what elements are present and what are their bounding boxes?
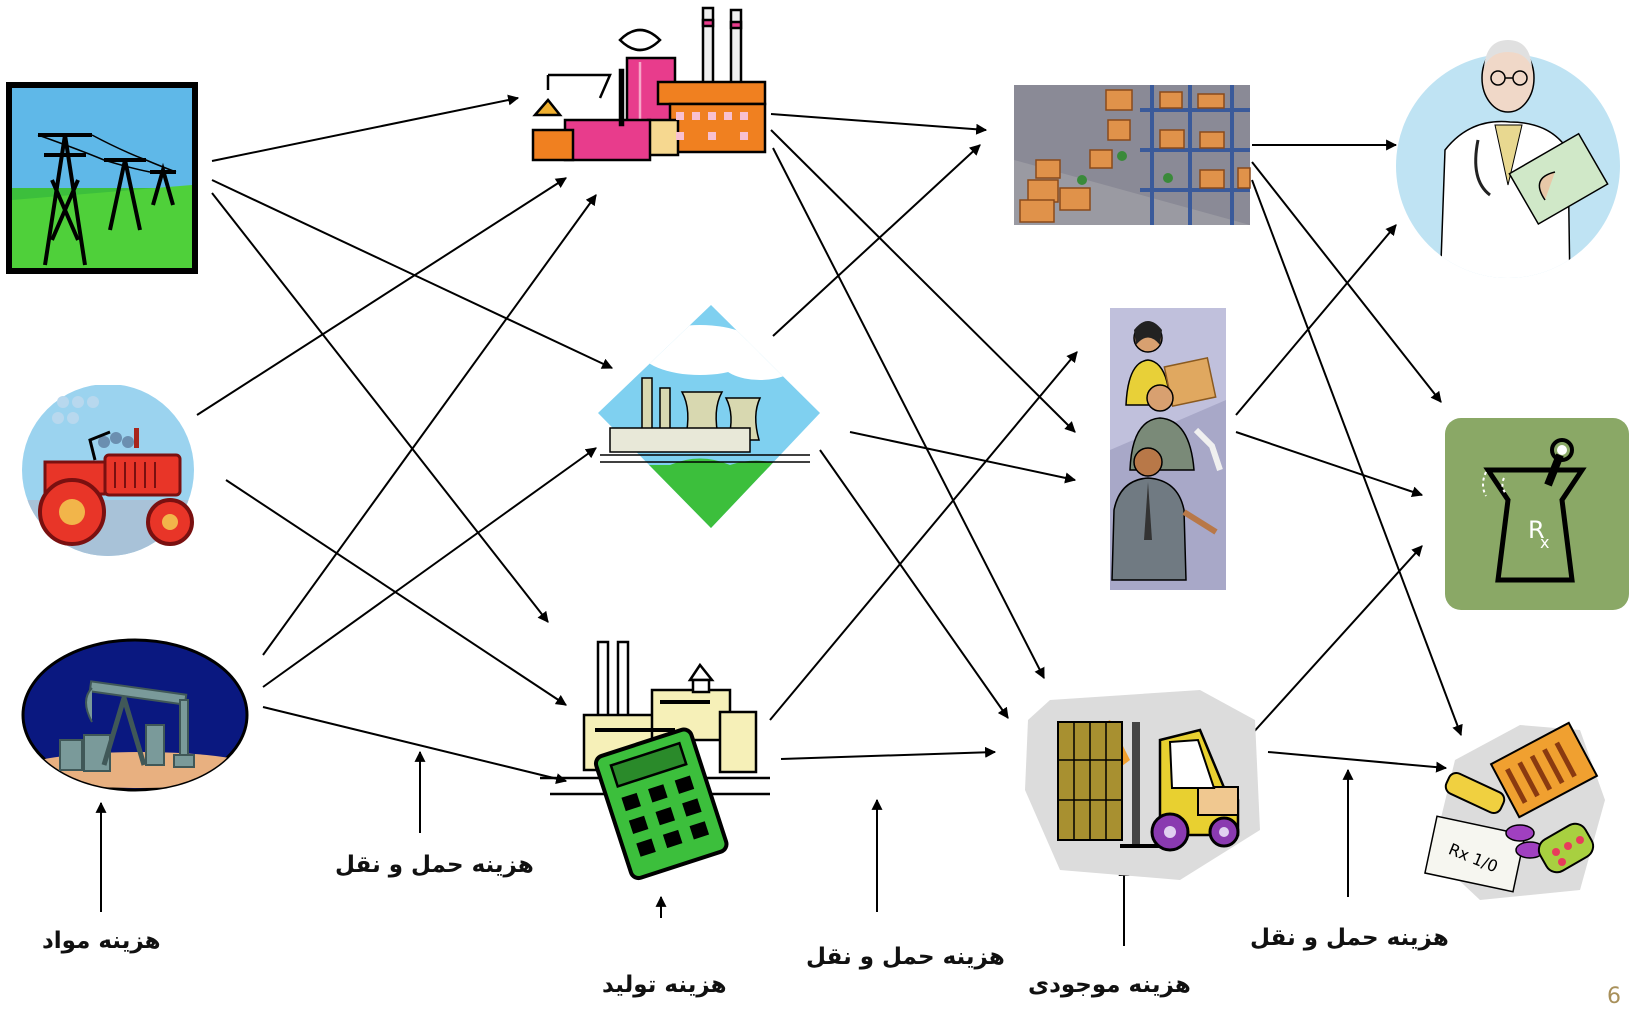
arrow	[819, 449, 1009, 719]
doctor-icon	[1396, 40, 1620, 278]
arrow	[770, 129, 1076, 433]
transport-cost-label-2: هزینه حمل و نقل	[806, 944, 1005, 970]
arrow	[769, 351, 1078, 721]
arrow	[1235, 431, 1424, 498]
factory-calculator-icon	[540, 640, 770, 881]
arrow	[196, 177, 567, 416]
arrow	[772, 147, 1045, 679]
arrow	[780, 746, 997, 760]
arrow	[1267, 751, 1448, 773]
transport-cost-label-3: هزینه حمل و نقل	[1250, 925, 1449, 951]
material-cost-label: هزینه مواد	[42, 928, 161, 954]
warehouse-icon	[1014, 85, 1251, 225]
arrow	[262, 706, 568, 784]
arrow	[211, 179, 613, 369]
tractor-icon	[22, 385, 194, 556]
oil-pump-icon	[21, 638, 249, 792]
arrow	[262, 447, 597, 688]
arrow	[1251, 161, 1442, 403]
power-plant-icon	[598, 305, 820, 528]
factory-icon	[531, 6, 767, 162]
inventory-cost-label: هزینه موجودی	[1028, 972, 1191, 998]
arrow	[849, 431, 1077, 484]
arrow	[211, 94, 520, 162]
arrow	[1250, 545, 1423, 736]
arrow	[262, 194, 597, 656]
power-lines-icon	[6, 82, 198, 274]
forklift-icon	[1025, 690, 1260, 880]
arrow	[1235, 224, 1397, 416]
flow-arrows	[95, 94, 1463, 946]
arrow	[1251, 179, 1463, 737]
workers-icon	[1110, 308, 1226, 590]
arrow	[770, 113, 988, 135]
medicine-icon: Rx 1/0	[1424, 721, 1605, 900]
rx-symbol: R	[1528, 516, 1545, 544]
arrow	[211, 192, 549, 623]
arrow	[772, 144, 981, 337]
transport-cost-label-1: هزینه حمل و نقل	[335, 852, 534, 878]
pharmacy-mortar-icon: R x	[1445, 418, 1629, 610]
svg-text:x: x	[1540, 533, 1549, 552]
production-cost-label: هزینه تولید	[602, 972, 727, 998]
slide-number: 6	[1607, 984, 1621, 1009]
